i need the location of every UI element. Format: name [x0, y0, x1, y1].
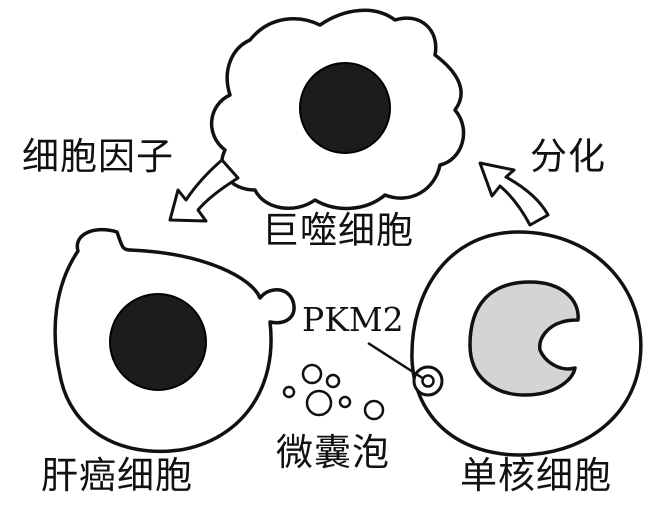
microvesicle-circle — [338, 395, 352, 409]
microvesicle-circle — [363, 399, 385, 421]
pkm2-vesicle-inner — [421, 374, 435, 388]
microvesicle-circle — [325, 373, 341, 389]
pkm2-leader-line — [367, 341, 425, 381]
label-liver-cancer-cell: 肝癌细胞 — [41, 454, 193, 497]
label-cytokine: 细胞因子 — [22, 135, 174, 178]
monocyte-nucleus — [468, 280, 580, 397]
liver-cancer-cell — [53, 227, 296, 454]
macrophage-nucleus — [299, 62, 391, 154]
microvesicle-circle — [282, 385, 296, 399]
microvesicle-circle — [301, 363, 323, 385]
label-microvesicle: 微囊泡 — [276, 431, 390, 474]
label-monocyte: 单核细胞 — [460, 454, 612, 497]
label-differentiation: 分化 — [530, 135, 606, 178]
microvesicles — [282, 363, 385, 421]
cytokine-arrow — [168, 158, 240, 223]
monocyte-cell — [410, 230, 643, 457]
differentiation-arrow — [478, 161, 550, 227]
microvesicle-circle — [305, 389, 333, 417]
label-macrophage: 巨噬细胞 — [262, 209, 414, 252]
label-pkm2: PKM2 — [302, 300, 404, 339]
liver-cancer-nucleus — [109, 293, 207, 391]
macrophage-cell — [209, 8, 466, 211]
